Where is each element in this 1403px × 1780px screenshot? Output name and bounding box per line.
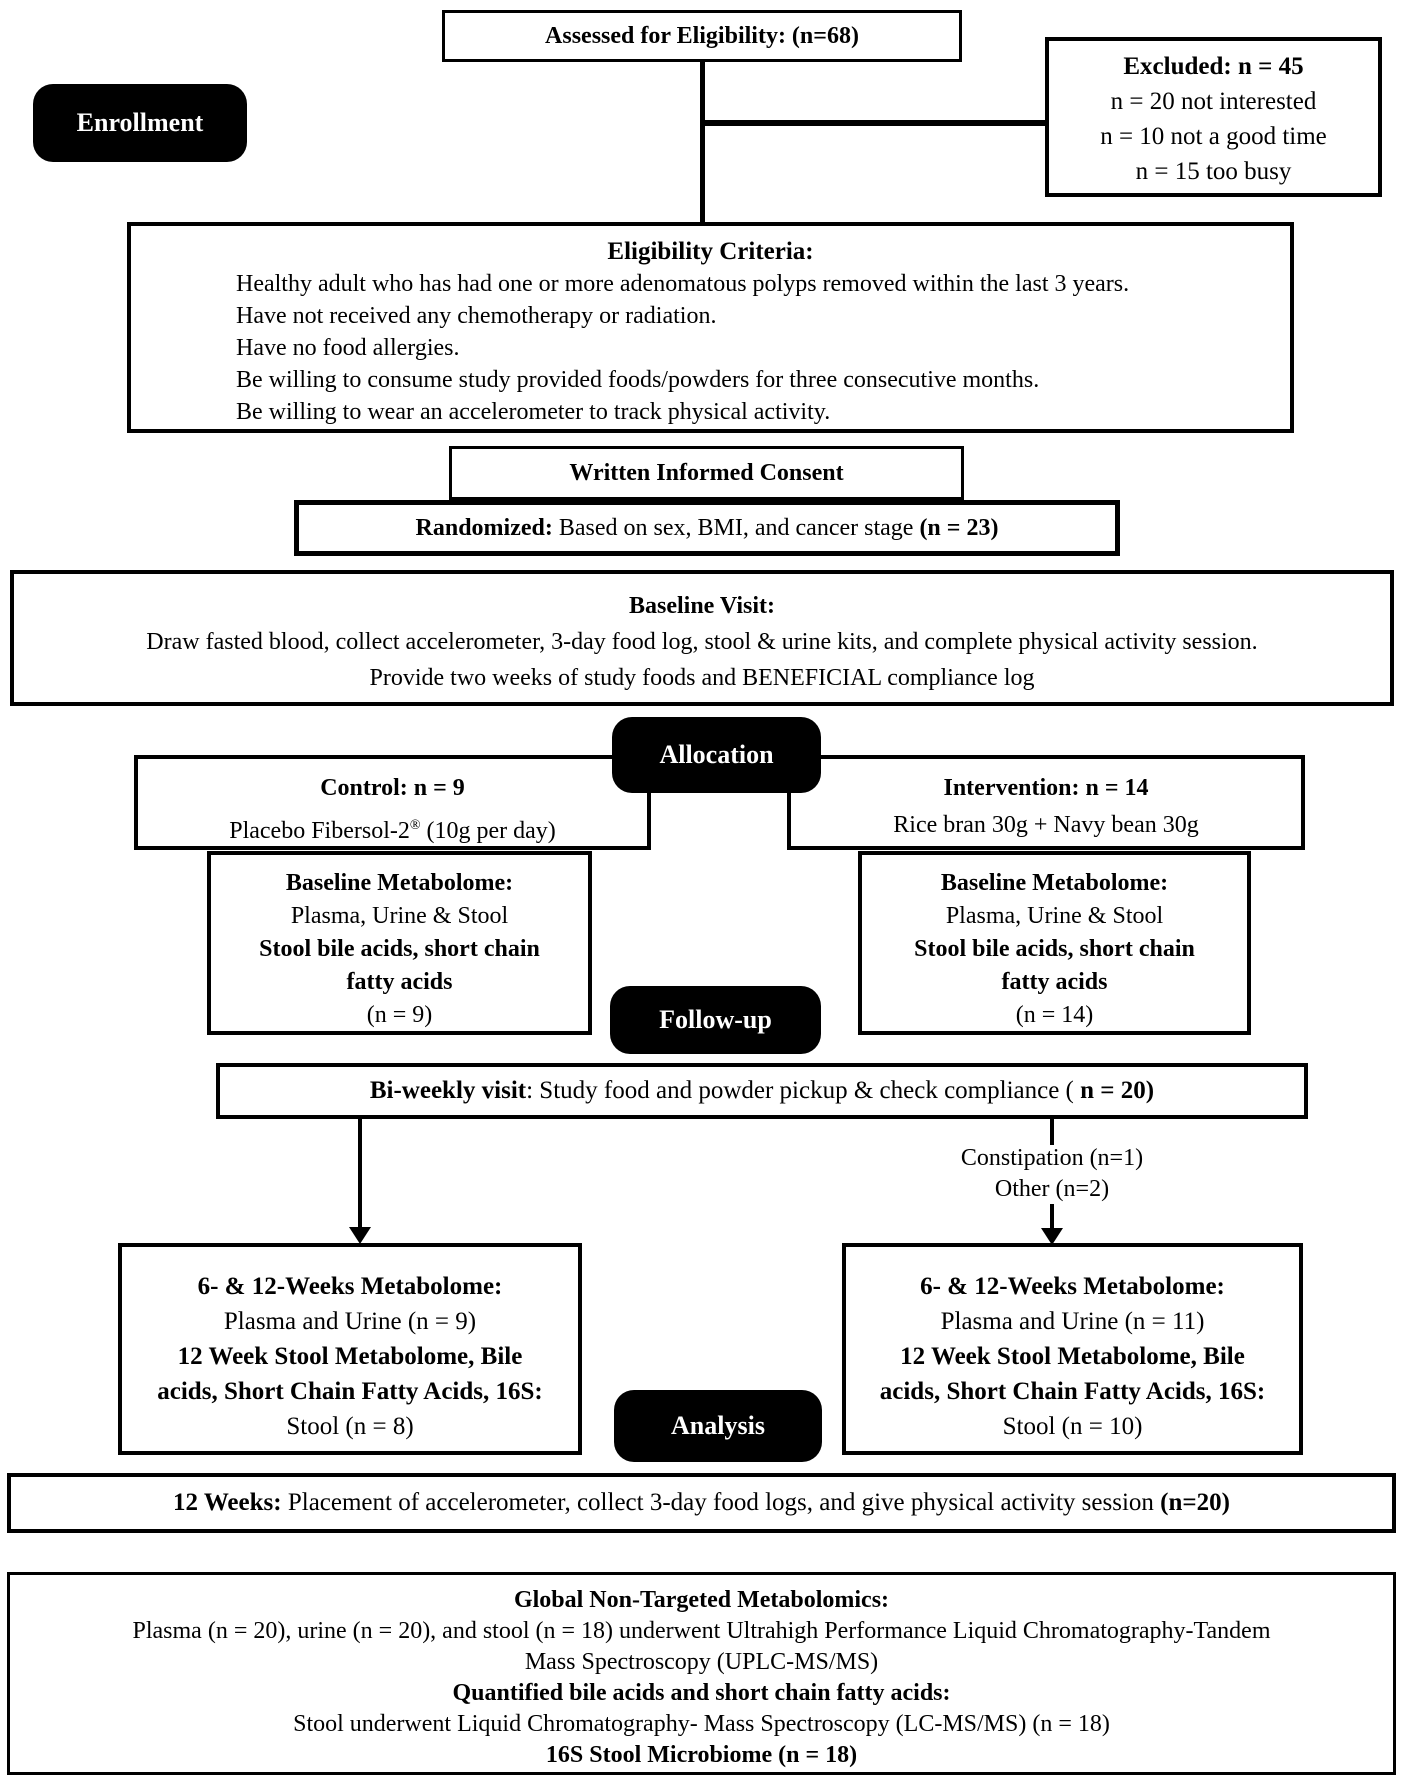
baseline-visit-title: Baseline Visit: [628, 593, 775, 619]
global-metabolomics-line: Stool underwent Liquid Chromatography- M… [293, 1711, 1110, 1737]
baseline-metabolome-control-line: Plasma, Urine & Stool [290, 903, 509, 929]
weeks-metabolome-intervention-line: Plasma and Urine (n = 11) [940, 1308, 1205, 1335]
weeks-metabolome-control-box: 6- & 12-Weeks Metabolome: Plasma and Uri… [118, 1243, 582, 1455]
followup-stage-text: Follow-up [659, 1005, 772, 1034]
weeks-metabolome-intervention-title: 6- & 12-Weeks Metabolome: [920, 1273, 1225, 1300]
registered-trademark-symbol: ® [409, 818, 421, 833]
intervention-arm-title: Intervention: n = 14 [943, 775, 1149, 801]
baseline-metabolome-control-line: fatty acids [346, 969, 453, 995]
weeks-metabolome-control-title: 6- & 12-Weeks Metabolome: [197, 1273, 503, 1300]
eligibility-criterion: Be willing to consume study provided foo… [236, 367, 1040, 393]
global-metabolomics-box: Global Non-Targeted Metabolomics: Plasma… [7, 1572, 1396, 1775]
connector-assessed-eligibility [700, 58, 705, 222]
weeks-metabolome-intervention-line: 12 Week Stool Metabolome, Bile [900, 1343, 1245, 1370]
dropout-line: Other (n=2) [994, 1176, 1110, 1202]
excluded-reason: n = 15 too busy [1135, 158, 1292, 185]
excluded-reason: n = 20 not interested [1110, 88, 1317, 115]
allocation-stage-label: Allocation [612, 717, 821, 793]
intervention-arm-desc: Rice bran 30g + Navy bean 30g [893, 812, 1199, 838]
connector-biweekly-intervention-lower [1050, 1204, 1054, 1230]
baseline-metabolome-intervention-title: Baseline Metabolome: [940, 870, 1169, 896]
randomized-text: Randomized: Based on sex, BMI, and cance… [415, 514, 999, 541]
weeks-metabolome-intervention-n: Stool (n = 10) [1002, 1413, 1143, 1440]
analysis-stage-label: Analysis [614, 1390, 822, 1462]
baseline-metabolome-control-box: Baseline Metabolome: Plasma, Urine & Sto… [207, 851, 592, 1035]
excluded-box: Excluded: n = 45 n = 20 not interested n… [1045, 37, 1382, 197]
baseline-metabolome-intervention-n: (n = 14) [1015, 1002, 1094, 1028]
weeks-metabolome-intervention-line: acids, Short Chain Fatty Acids, 16S: [879, 1378, 1266, 1405]
excluded-title: Excluded: n = 45 [1123, 53, 1304, 80]
baseline-metabolome-intervention-line: fatty acids [1001, 969, 1108, 995]
consent-box: Written Informed Consent [449, 446, 964, 500]
biweekly-visit-text: Bi-weekly visit: Study food and powder p… [369, 1077, 1155, 1104]
analysis-stage-text: Analysis [671, 1411, 765, 1440]
connector-biweekly-control [358, 1119, 362, 1229]
baseline-visit-line: Draw fasted blood, collect accelerometer… [146, 629, 1258, 655]
baseline-metabolome-control-line: Stool bile acids, short chain [259, 936, 540, 962]
enrollment-stage-label: Enrollment [33, 84, 247, 162]
intervention-arm-box: Intervention: n = 14 Rice bran 30g + Nav… [787, 755, 1305, 850]
global-metabolomics-title: Global Non-Targeted Metabolomics: [513, 1587, 890, 1613]
eligibility-criterion: Be willing to wear an accelerometer to t… [236, 399, 831, 425]
dropout-note: Constipation (n=1) Other (n=2) [900, 1143, 1204, 1205]
eligibility-criteria-list: Healthy adult who has had one or more ad… [131, 268, 1290, 428]
assessed-box: Assessed for Eligibility: (n=68) [442, 10, 962, 62]
weeks-metabolome-control-n: Stool (n = 8) [286, 1413, 414, 1440]
weeks-metabolome-control-line: 12 Week Stool Metabolome, Bile [177, 1343, 523, 1370]
twelve-weeks-box: 12 Weeks: Placement of accelerometer, co… [7, 1473, 1396, 1533]
randomized-box: Randomized: Based on sex, BMI, and cance… [294, 500, 1120, 556]
global-metabolomics-line: Plasma (n = 20), urine (n = 20), and sto… [132, 1618, 1271, 1644]
arrowhead-intervention [1041, 1228, 1063, 1245]
baseline-metabolome-control-title: Baseline Metabolome: [285, 870, 514, 896]
eligibility-criteria-box: Eligibility Criteria: Healthy adult who … [127, 222, 1294, 433]
global-metabolomics-line: 16S Stool Microbiome (n = 18) [545, 1742, 858, 1768]
baseline-metabolome-intervention-line: Plasma, Urine & Stool [945, 903, 1164, 929]
allocation-stage-text: Allocation [659, 740, 774, 769]
consent-text: Written Informed Consent [569, 459, 844, 486]
arrowhead-control [349, 1227, 371, 1244]
weeks-metabolome-control-line: Plasma and Urine (n = 9) [223, 1308, 477, 1335]
baseline-metabolome-intervention-box: Baseline Metabolome: Plasma, Urine & Sto… [858, 851, 1251, 1035]
baseline-visit-line: Provide two weeks of study foods and BEN… [369, 665, 1035, 691]
connector-biweekly-intervention-upper [1050, 1119, 1054, 1145]
eligibility-title: Eligibility Criteria: [607, 238, 814, 265]
baseline-visit-box: Baseline Visit: Draw fasted blood, colle… [10, 570, 1394, 706]
twelve-weeks-text: 12 Weeks: Placement of accelerometer, co… [173, 1489, 1230, 1516]
control-arm-desc: Placebo Fibersol-2® (10g per day) [229, 818, 556, 844]
eligibility-criterion: Healthy adult who has had one or more ad… [236, 271, 1130, 297]
followup-stage-label: Follow-up [610, 986, 821, 1054]
connector-to-excluded [702, 120, 1046, 126]
global-metabolomics-line: Mass Spectroscopy (UPLC-MS/MS) [524, 1649, 879, 1675]
assessed-text: Assessed for Eligibility: (n=68) [545, 22, 859, 49]
baseline-metabolome-control-n: (n = 9) [366, 1002, 433, 1028]
enrollment-stage-text: Enrollment [76, 108, 204, 137]
weeks-metabolome-control-line: acids, Short Chain Fatty Acids, 16S: [157, 1378, 543, 1405]
global-metabolomics-line: Quantified bile acids and short chain fa… [452, 1680, 951, 1706]
control-arm-title: Control: n = 9 [320, 775, 465, 801]
dropout-line: Constipation (n=1) [960, 1145, 1144, 1171]
eligibility-criterion: Have not received any chemotherapy or ra… [236, 303, 717, 329]
weeks-metabolome-intervention-box: 6- & 12-Weeks Metabolome: Plasma and Uri… [842, 1243, 1303, 1455]
eligibility-criterion: Have no food allergies. [236, 335, 460, 361]
baseline-metabolome-intervention-line: Stool bile acids, short chain [914, 936, 1195, 962]
excluded-reason: n = 10 not a good time [1100, 123, 1327, 150]
control-arm-box: Control: n = 9 Placebo Fibersol-2® (10g … [134, 755, 651, 850]
biweekly-visit-box: Bi-weekly visit: Study food and powder p… [216, 1063, 1308, 1119]
